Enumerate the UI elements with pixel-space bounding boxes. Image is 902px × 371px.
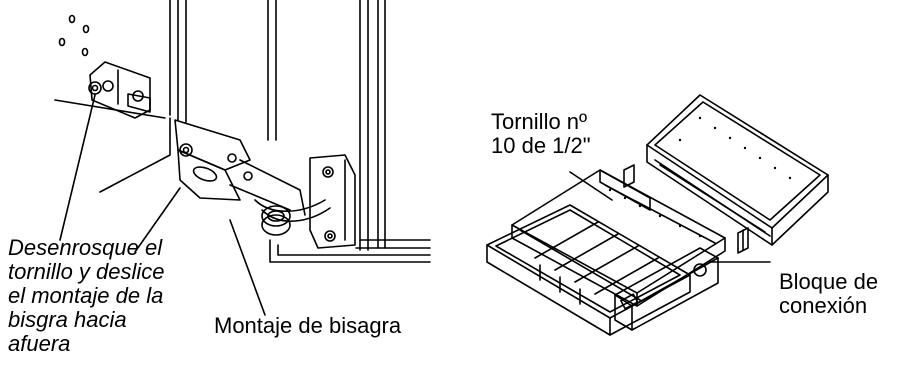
screw-label-line: Tornillo nº xyxy=(491,109,588,134)
instruction-line: bisgra hacia xyxy=(8,307,127,332)
callout-lines-right xyxy=(569,171,771,263)
cabinet-frame xyxy=(54,0,431,263)
front-box xyxy=(614,247,719,331)
instruction-line: el montaje de la xyxy=(8,283,164,308)
connection-block-icon xyxy=(623,164,749,254)
instruction-line: afuera xyxy=(8,331,71,356)
hinge-mount-label: Montaje de bisagra xyxy=(214,313,402,338)
divided-tray xyxy=(486,204,691,336)
rivet-dots xyxy=(608,116,792,238)
connection-block-label: Bloque de conexión xyxy=(779,270,878,318)
mounting-holes xyxy=(58,14,90,57)
screw-label: Tornillo nº 10 de 1/2" xyxy=(491,110,591,158)
connection-block-label-line: conexión xyxy=(779,293,868,318)
unscrew-instruction: Desenrosque el tornillo y deslice el mon… xyxy=(8,236,165,356)
connection-block-label-line: Bloque de xyxy=(779,269,879,294)
long-tray xyxy=(646,94,829,246)
mounting-plate xyxy=(88,61,151,119)
screw-label-line: 10 de 1/2" xyxy=(491,133,591,158)
instruction-line: tornillo y deslice xyxy=(8,259,165,284)
drawer-illustration xyxy=(486,94,829,336)
hinge-body xyxy=(174,119,356,249)
instruction-line: Desenrosque el xyxy=(8,235,163,260)
callout-lines-left xyxy=(59,94,266,316)
